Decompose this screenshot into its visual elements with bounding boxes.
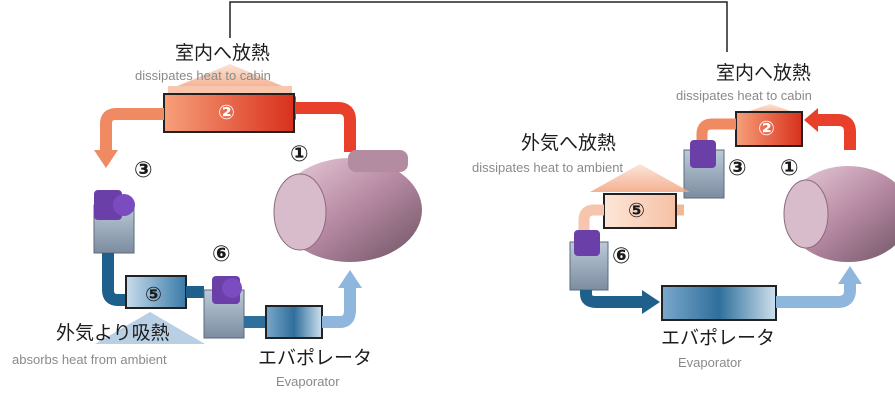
condenser-box-left	[163, 93, 295, 133]
valve6-coil-right	[574, 230, 600, 256]
cabin-heat-arrow	[168, 64, 292, 90]
compressor-face-right	[783, 179, 829, 249]
right-cabin-label-en: dissipates heat to cabin	[676, 88, 812, 103]
left-num-1: ①	[290, 142, 309, 167]
cabin-heat-arrow-base	[168, 86, 292, 94]
left-ambient-label-jp: 外気より吸熱	[56, 322, 170, 344]
right-cabin-label-jp: 室内へ放熱	[716, 62, 812, 84]
hot-arrowhead-right	[804, 108, 818, 132]
left-num-3: ③	[134, 158, 153, 183]
right-num-3: ③	[728, 156, 747, 181]
return-line-left	[322, 286, 356, 328]
left-evap-label-jp: エバポレータ	[258, 347, 373, 369]
cool-line-left-a	[102, 253, 134, 306]
compressor-face-left	[273, 173, 327, 251]
valve3-cap-left	[113, 194, 135, 216]
compressor-top-left	[348, 150, 408, 172]
condenser-box-right	[735, 111, 803, 147]
right-evap-label-jp: エバポレータ	[661, 327, 776, 349]
return-line-right	[776, 282, 856, 308]
return-arrowhead-right	[838, 266, 862, 284]
ambient-absorb-arrow	[95, 312, 205, 344]
hot-line-right	[818, 114, 856, 150]
right-num-6: ⑥	[612, 244, 631, 269]
valve3-coil-right	[690, 140, 716, 168]
right-evap-label-en: Evaporator	[678, 355, 742, 370]
right-num-5: ⑤	[628, 198, 645, 222]
warm-line-right-c	[578, 204, 604, 232]
return-arrowhead-left	[338, 270, 362, 288]
warm-arrowhead-left	[94, 150, 118, 168]
hot-line-left	[296, 102, 356, 152]
cool-line-right	[580, 290, 644, 308]
evaporator-box-right	[661, 285, 777, 321]
ambient-hx-box-right	[603, 193, 677, 229]
left-evap-label-en: Evaporator	[276, 374, 340, 389]
right-num-1: ①	[780, 156, 799, 181]
cool-arrowhead-right	[642, 290, 660, 314]
warm-line-left	[100, 108, 164, 152]
left-num-2: ②	[218, 100, 235, 124]
left-num-6: ⑥	[212, 242, 231, 267]
valve6-cap-left	[222, 278, 242, 298]
left-num-5: ⑤	[145, 282, 162, 306]
left-cabin-label-en: dissipates heat to cabin	[135, 68, 271, 83]
right-ambient-label-en: dissipates heat to ambient	[472, 160, 624, 175]
valve3-coil-left	[94, 190, 122, 220]
warm-line-right	[696, 118, 736, 140]
connector-line	[229, 1, 728, 52]
left-cabin-label-jp: 室内へ放熱	[175, 42, 271, 64]
right-ambient-label-jp: 外気へ放熱	[521, 132, 617, 154]
left-ambient-label-en: absorbs heat from ambient	[12, 352, 167, 367]
evaporator-box-left	[265, 305, 323, 339]
ambient-heat-arrow-right	[590, 164, 690, 192]
right-num-2: ②	[758, 116, 775, 140]
